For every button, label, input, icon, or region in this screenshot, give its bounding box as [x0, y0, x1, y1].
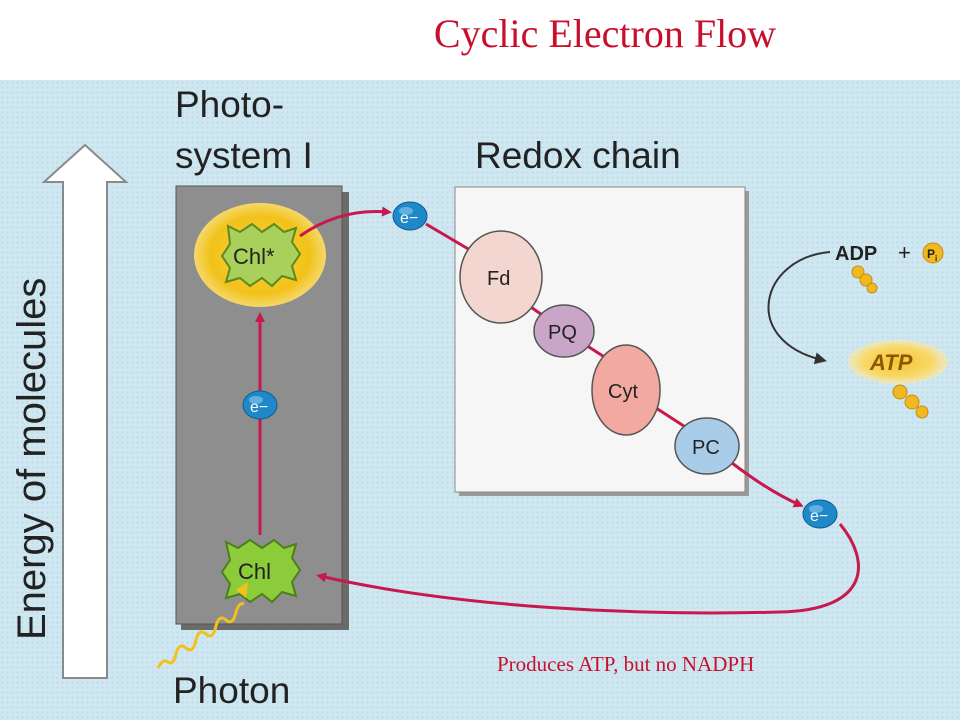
chl-excited-molecule	[194, 203, 326, 307]
electron-icon	[802, 499, 838, 529]
electron-label-bottom: e−	[810, 508, 828, 525]
fd-label: Fd	[487, 268, 510, 290]
energy-axis-label: Energy of molecules	[10, 278, 54, 640]
caption: Produces ATP, but no NADPH	[497, 652, 755, 676]
photon-arrowhead	[236, 582, 248, 598]
adp-label: ADP	[835, 243, 877, 265]
pi-label: Pi	[927, 247, 937, 263]
diagram-title: Cyclic Electron Flow	[433, 11, 777, 56]
adp-phosphate-chain	[851, 265, 878, 294]
plus-label: +	[898, 240, 911, 265]
electron-label-top: e−	[400, 210, 418, 227]
chl-excited-label: Chl*	[233, 244, 275, 269]
phosphorylation-arrow	[767, 251, 831, 365]
cyt-label: Cyt	[608, 381, 638, 403]
photosystem-label-line2: system I	[175, 135, 313, 176]
pc-carrier	[674, 417, 740, 475]
cyclic-return-arrow	[316, 523, 860, 615]
cyt-carrier	[591, 344, 661, 436]
electron-transfer-arrow	[299, 206, 392, 238]
photosystem-label-line1: Photo-	[175, 84, 284, 125]
fd-carrier	[459, 230, 543, 324]
phosphate-icon	[922, 242, 944, 264]
photon-label: Photon	[173, 670, 290, 711]
pq-label: PQ	[548, 322, 577, 344]
pc-label: PC	[692, 437, 720, 459]
atp-label: ATP	[869, 350, 913, 375]
energy-arrow	[41, 143, 129, 679]
chl-ground-label: Chl	[238, 559, 271, 584]
redox-chain-label: Redox chain	[475, 135, 681, 176]
electron-icon	[392, 201, 428, 231]
atp-molecule	[848, 340, 948, 419]
electron-label-psi: e−	[250, 399, 268, 416]
pq-carrier	[533, 304, 595, 358]
photon-wave	[156, 602, 245, 669]
electron-icon	[242, 390, 278, 420]
